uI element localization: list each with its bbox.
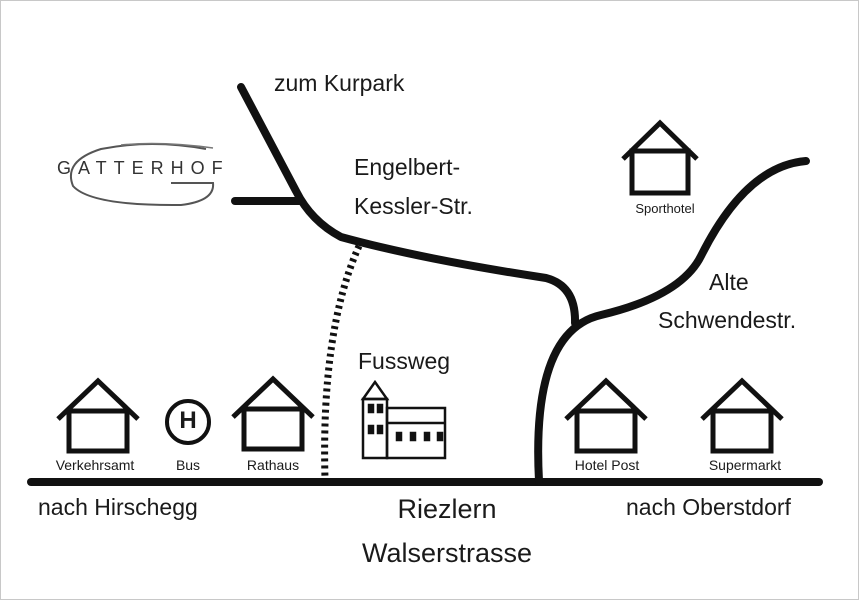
main-street-name-label: Walserstrasse: [361, 538, 533, 568]
house-icon: [56, 377, 140, 454]
direction-right-label: nach Oberstdorf: [626, 494, 791, 520]
road-label-kurpark: zum Kurpark: [274, 70, 405, 96]
house-icon: [564, 377, 648, 454]
alte-schwendestrasse-road: [534, 157, 810, 485]
place-label-bus: Bus: [175, 457, 201, 473]
house-icon: [621, 119, 699, 196]
hotel-logo-icon: [70, 142, 215, 207]
direction-left-label: nach Hirschegg: [38, 494, 198, 520]
place-label-hotel-post: Hotel Post: [574, 457, 640, 473]
hotel-logo-text: GATTERHOF: [57, 158, 230, 178]
house-icon: [700, 377, 784, 454]
road-label-alte-2: Schwendestr.: [658, 307, 797, 333]
place-label-supermarkt: Supermarkt: [708, 457, 782, 473]
place-label-sporthotel: Sporthotel: [635, 201, 695, 216]
road-label-engelbert-2: Kessler-Str.: [354, 193, 473, 219]
church-icon: [360, 379, 447, 460]
bus-stop-icon: [165, 399, 211, 445]
road-label-alte-1: Alte: [709, 269, 749, 295]
road-label-engelbert-1: Engelbert-: [354, 154, 461, 180]
place-label-rathaus: Rathaus: [246, 457, 300, 473]
footpath-line: [321, 244, 363, 480]
footpath-label: Fussweg: [358, 348, 451, 374]
bus-stop-letter: H: [179, 407, 197, 434]
place-label-verkehrsamt: Verkehrsamt: [55, 457, 135, 473]
kurpark-road: [237, 83, 580, 327]
house-icon: [231, 375, 315, 452]
town-name-label: Riezlern: [397, 494, 497, 524]
